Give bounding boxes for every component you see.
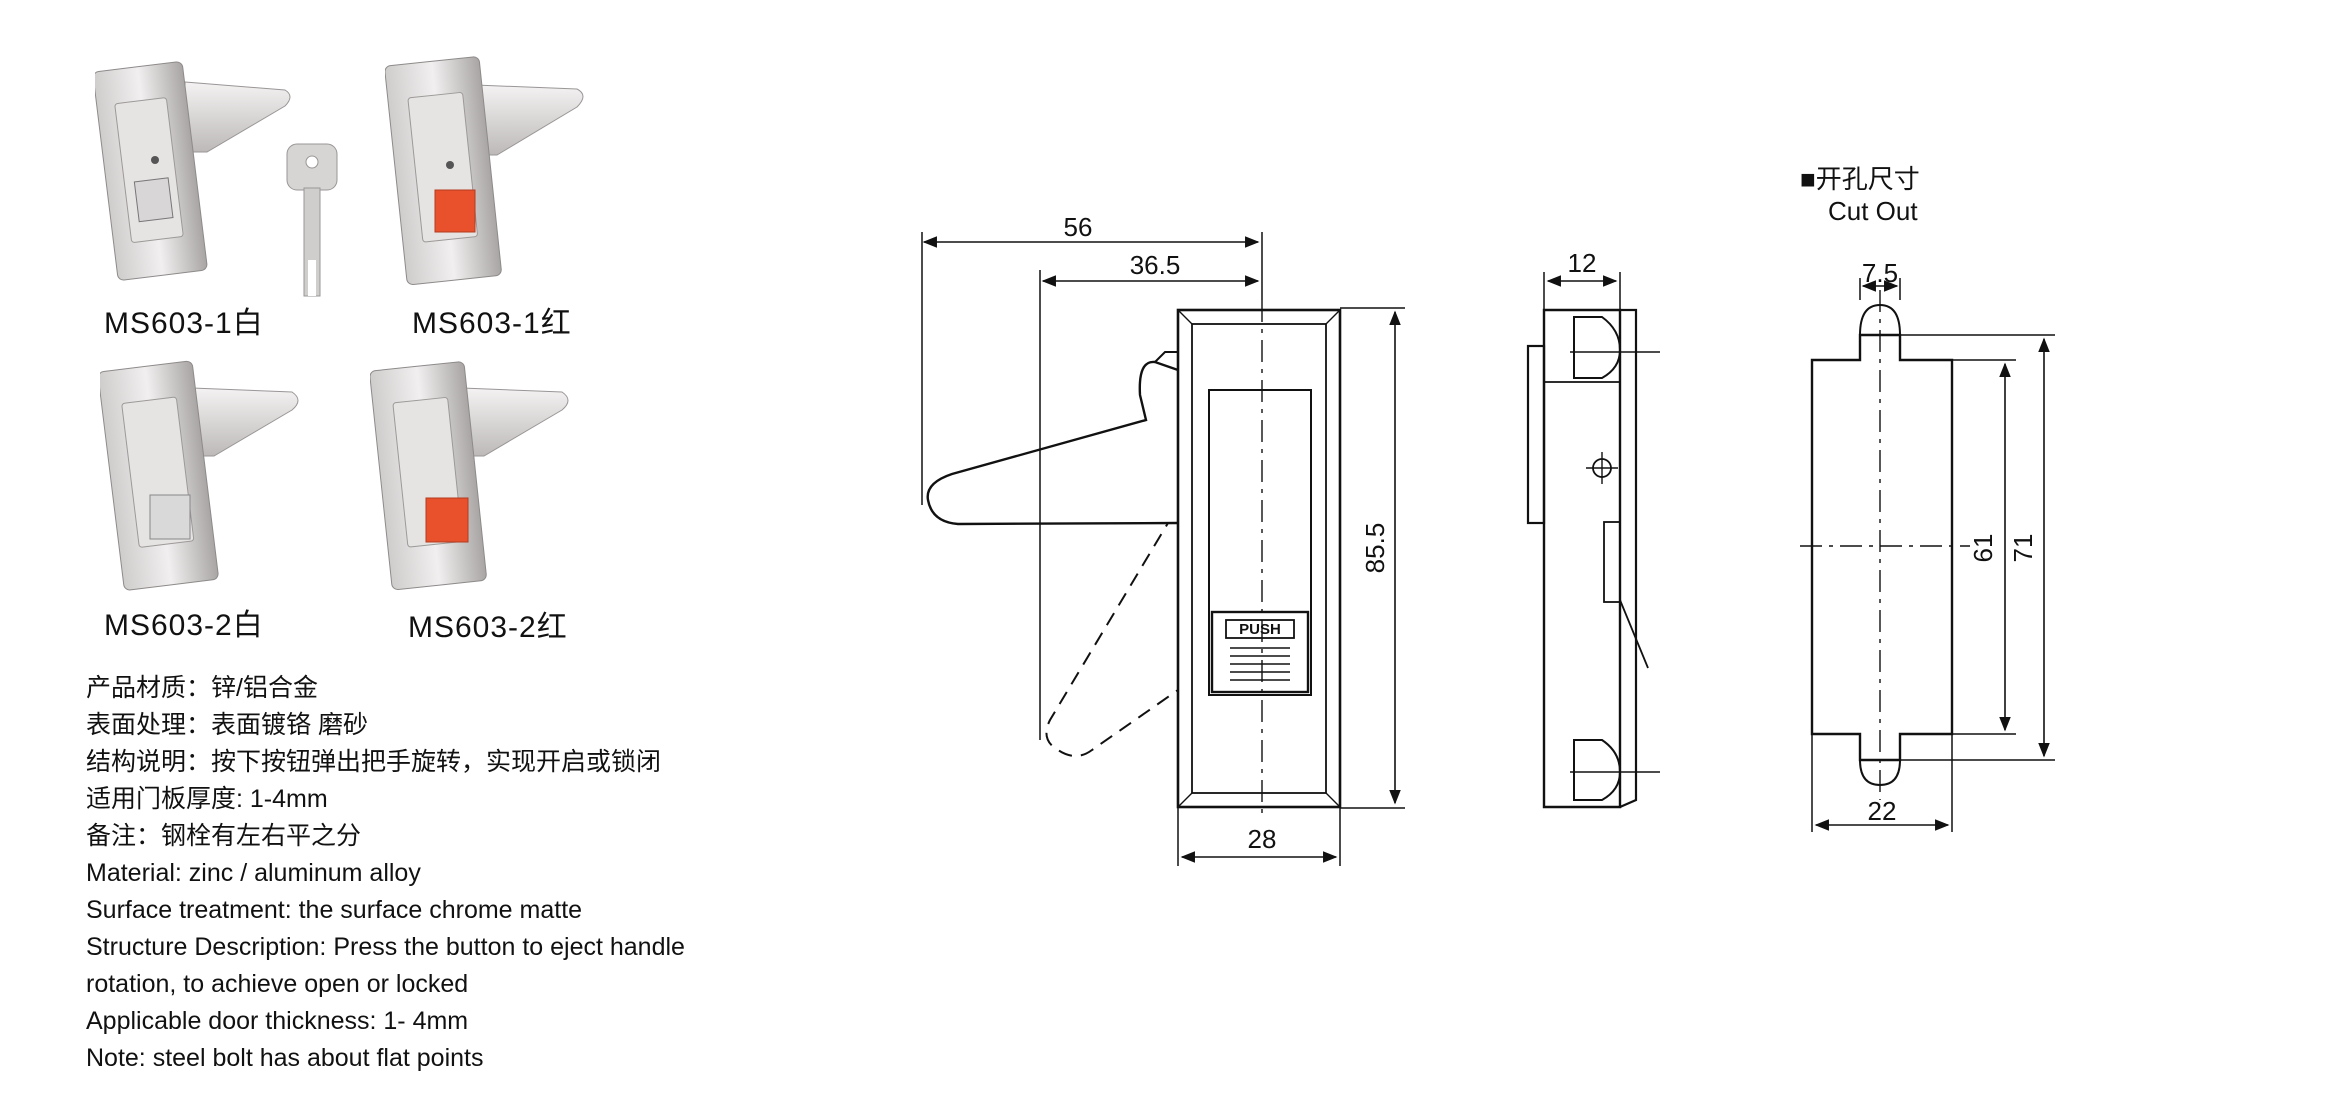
- spec-material-en: Material: zinc / aluminum alloy: [86, 859, 421, 887]
- product-photo-ms603-2-red: [370, 361, 569, 590]
- dim-height: 85.5: [1360, 523, 1390, 574]
- spec-thickness-en: Applicable door thickness: 1- 4mm: [86, 1007, 469, 1035]
- dim-slot: 7.5: [1862, 258, 1898, 288]
- product-photo-ms603-1-white: [95, 61, 291, 281]
- dim-inner: 61: [1968, 534, 1998, 563]
- spec-material-cn: 产品材质：锌/铝合金: [86, 674, 318, 702]
- spec-structure-cn: 结构说明：按下按钮弹出把手旋转，实现开启或锁闭: [86, 748, 662, 776]
- product-label-ms603-1-white: MS603-1白: [104, 307, 264, 340]
- dim-handle-offset: 36.5: [1130, 250, 1181, 280]
- spec-note-cn: 备注：钢栓有左右平之分: [86, 822, 362, 850]
- spec-structure-en: Structure Description: Press the button …: [86, 933, 685, 961]
- spec-list: 产品材质：锌/铝合金 表面处理：表面镀铬 磨砂 结构说明：按下按钮弹出把手旋转，…: [86, 670, 685, 1077]
- spec-structure-en-cont: rotation, to achieve open or locked: [86, 970, 469, 998]
- dim-depth: 12: [1568, 248, 1597, 278]
- product-photo-ms603-1-red: [385, 56, 584, 285]
- spec-note-en: Note: steel bolt has about flat points: [86, 1044, 484, 1072]
- dim-cutout-width: 22: [1868, 796, 1897, 826]
- dim-body-width: 28: [1248, 824, 1277, 854]
- spec-surface-en: Surface treatment: the surface chrome ma…: [86, 896, 583, 924]
- dim-outer: 71: [2008, 534, 2038, 563]
- push-button-text: PUSH: [1239, 621, 1281, 638]
- dim-width-total: 56: [1064, 212, 1093, 242]
- spec-thickness-cn: 适用门板厚度: 1-4mm: [86, 785, 328, 813]
- product-label-ms603-2-white: MS603-2白: [104, 609, 264, 642]
- spec-surface-cn: 表面处理：表面镀铬 磨砂: [86, 711, 368, 739]
- key-photo: [286, 143, 338, 297]
- front-view: [921, 232, 1405, 866]
- product-photo-ms603-2-white: [100, 360, 299, 591]
- side-view: [1526, 272, 1660, 809]
- cutout-view: [1800, 278, 2055, 832]
- product-label-ms603-1-red: MS603-1红: [412, 307, 572, 340]
- cutout-title-en: Cut Out: [1828, 196, 1918, 226]
- product-label-ms603-2-red: MS603-2红: [408, 611, 568, 644]
- cutout-title-cn: ■开孔尺寸: [1800, 164, 1920, 194]
